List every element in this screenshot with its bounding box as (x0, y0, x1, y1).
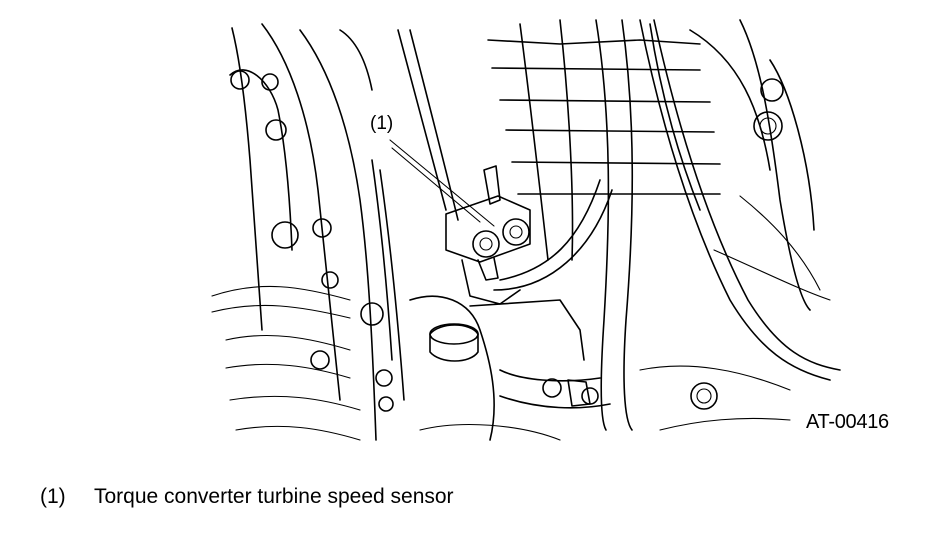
figure-code: AT-00416 (806, 411, 889, 433)
torque-converter-turbine-speed-sensor (445, 165, 531, 305)
callout-label-1: (1) (370, 113, 394, 134)
legend-item-number: (1) (40, 485, 66, 508)
callout-leader-line (389, 139, 495, 227)
transmission-case-upper-right (487, 19, 831, 311)
transmission-case-lower (409, 295, 791, 441)
transmission-illustration (211, 19, 841, 441)
transmission-case-left (211, 23, 394, 441)
legend-item-text: Torque converter turbine speed sensor (94, 485, 454, 508)
hoses (493, 19, 841, 431)
case-ribs (371, 29, 459, 401)
legend: (1) Torque converter turbine speed sensor (40, 485, 454, 509)
